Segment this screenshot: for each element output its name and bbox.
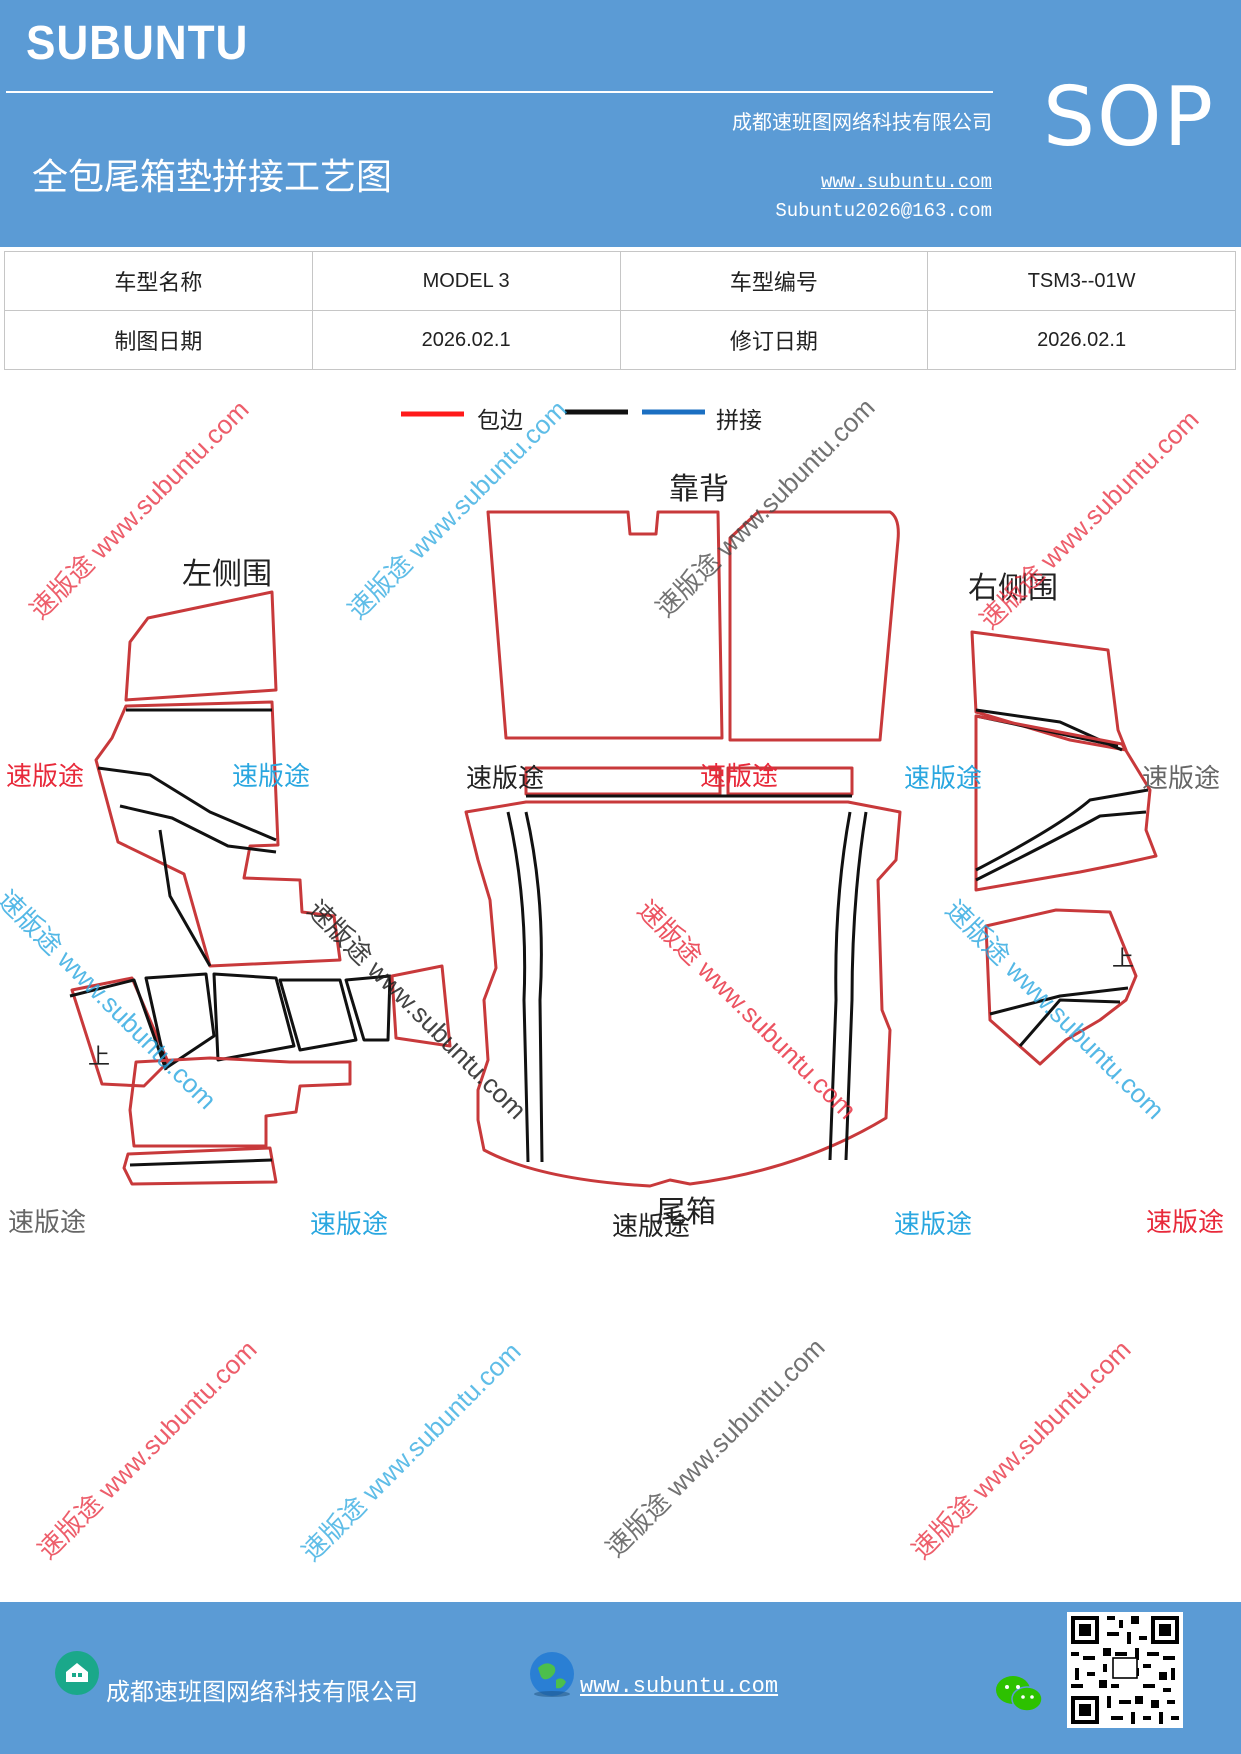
watermark-text: 速版途 xyxy=(232,761,311,791)
backrest-panels xyxy=(486,510,900,742)
table-cell: 车型编号 xyxy=(619,251,929,311)
trunk-top-strip-right xyxy=(726,766,854,796)
watermark-text: 速版途 xyxy=(310,1209,389,1239)
building-icon xyxy=(55,1651,99,1695)
trunk-top-strip-left xyxy=(524,766,722,796)
sop-badge: SOP xyxy=(1043,70,1216,165)
brand-logo: SUBUNTU xyxy=(26,17,249,70)
stitch-line xyxy=(524,811,544,1163)
stitch-line xyxy=(1018,998,1121,1047)
stitch-line xyxy=(158,829,212,967)
legend: 包边 拼接 xyxy=(401,408,762,434)
left-panel-block xyxy=(344,974,392,1042)
watermark-text: 速版途 xyxy=(1146,1207,1225,1237)
up-mark-right: 上 xyxy=(1112,947,1134,972)
left-panel-block xyxy=(144,972,216,1070)
header-divider xyxy=(6,91,993,93)
right-panel-lower xyxy=(984,908,1138,1066)
legend-label-edge: 包边 xyxy=(477,408,523,434)
left-panel-bottom xyxy=(122,1146,278,1186)
qr-pattern xyxy=(1071,1616,1179,1724)
stitch-line xyxy=(97,766,277,842)
stitch-line xyxy=(506,811,530,1163)
stitch-line xyxy=(975,788,1149,872)
right-side-label: 右侧围 xyxy=(968,571,1058,606)
watermark-text: 速版途 xyxy=(1142,763,1221,793)
watermark-text: 速版途 xyxy=(700,761,779,791)
legend-label-splice: 拼接 xyxy=(716,408,762,434)
footer-banner: 成都速班图网络科技有限公司 www.subuntu.com xyxy=(0,1602,1241,1754)
website-link[interactable]: www.subuntu.com xyxy=(820,171,992,193)
backrest-label: 靠背 xyxy=(669,472,729,507)
stitch-line xyxy=(119,804,277,854)
watermark-text: 速版途 xyxy=(8,1207,87,1237)
left-panel-lower xyxy=(128,1056,352,1148)
email-address: Subuntu2026@163.com xyxy=(775,200,992,222)
trunk-floor xyxy=(464,766,902,1188)
watermark-text: 速版途 xyxy=(466,763,545,793)
watermark-text: 速版途 xyxy=(6,761,85,791)
header-banner: SUBUNTU 成都速班图网络科技有限公司 全包尾箱垫拼接工艺图 www.sub… xyxy=(0,0,1241,247)
right-panel-middle xyxy=(974,714,1158,892)
table-cell: MODEL 3 xyxy=(311,251,621,311)
left-panel-block xyxy=(278,978,358,1052)
backrest-right-panel xyxy=(728,510,900,742)
company-name: 成都速班图网络科技有限公司 xyxy=(732,110,992,134)
table-row: 制图日期 2026.02.1 修订日期 2026.02.1 xyxy=(4,310,1236,370)
footer-website-link[interactable]: www.subuntu.com xyxy=(580,1674,779,1699)
left-panel-block xyxy=(212,972,296,1062)
up-mark-left: 上 xyxy=(88,1045,110,1070)
info-table: 车型名称 MODEL 3 车型编号 TSM3--01W 制图日期 2026.02… xyxy=(4,251,1236,370)
left-side-panels xyxy=(69,590,452,1186)
watermark-text: 速版途 xyxy=(904,763,983,793)
stitch-line xyxy=(844,811,868,1161)
right-side-panels xyxy=(970,630,1158,1066)
footer-company: 成都速班图网络科技有限公司 xyxy=(106,1678,418,1706)
left-panel-upper xyxy=(124,590,278,702)
wechat-icon[interactable] xyxy=(994,1674,1044,1714)
stitch-line xyxy=(989,986,1129,1016)
left-panel-corner xyxy=(70,976,170,1088)
left-panel-end xyxy=(390,964,452,1048)
table-cell: 车型名称 xyxy=(4,251,313,311)
document-title: 全包尾箱垫拼接工艺图 xyxy=(32,157,393,198)
trunk-main-panel xyxy=(464,800,902,1188)
table-cell: 2026.02.1 xyxy=(927,310,1236,370)
stitch-line xyxy=(975,810,1147,882)
stitch-line xyxy=(828,811,852,1161)
table-row: 车型名称 MODEL 3 车型编号 TSM3--01W xyxy=(4,251,1236,311)
watermark-text: 速版途 xyxy=(894,1209,973,1239)
table-cell: 2026.02.1 xyxy=(311,310,621,370)
qr-code xyxy=(1067,1612,1183,1728)
table-cell: 制图日期 xyxy=(4,310,313,370)
globe-icon xyxy=(530,1652,574,1697)
stitch-line xyxy=(129,1158,273,1167)
backrest-left-panel xyxy=(486,510,724,740)
left-side-label: 左侧围 xyxy=(182,557,272,592)
splice-diagram: 包边 拼接 靠背 尾箱 xyxy=(69,408,1158,1230)
trunk-label: 尾箱 xyxy=(656,1195,716,1230)
watermark-text: 速版途 xyxy=(612,1211,691,1241)
table-cell: TSM3--01W xyxy=(927,251,1236,311)
stitch-line xyxy=(69,978,168,1071)
left-panel-middle xyxy=(94,700,342,968)
